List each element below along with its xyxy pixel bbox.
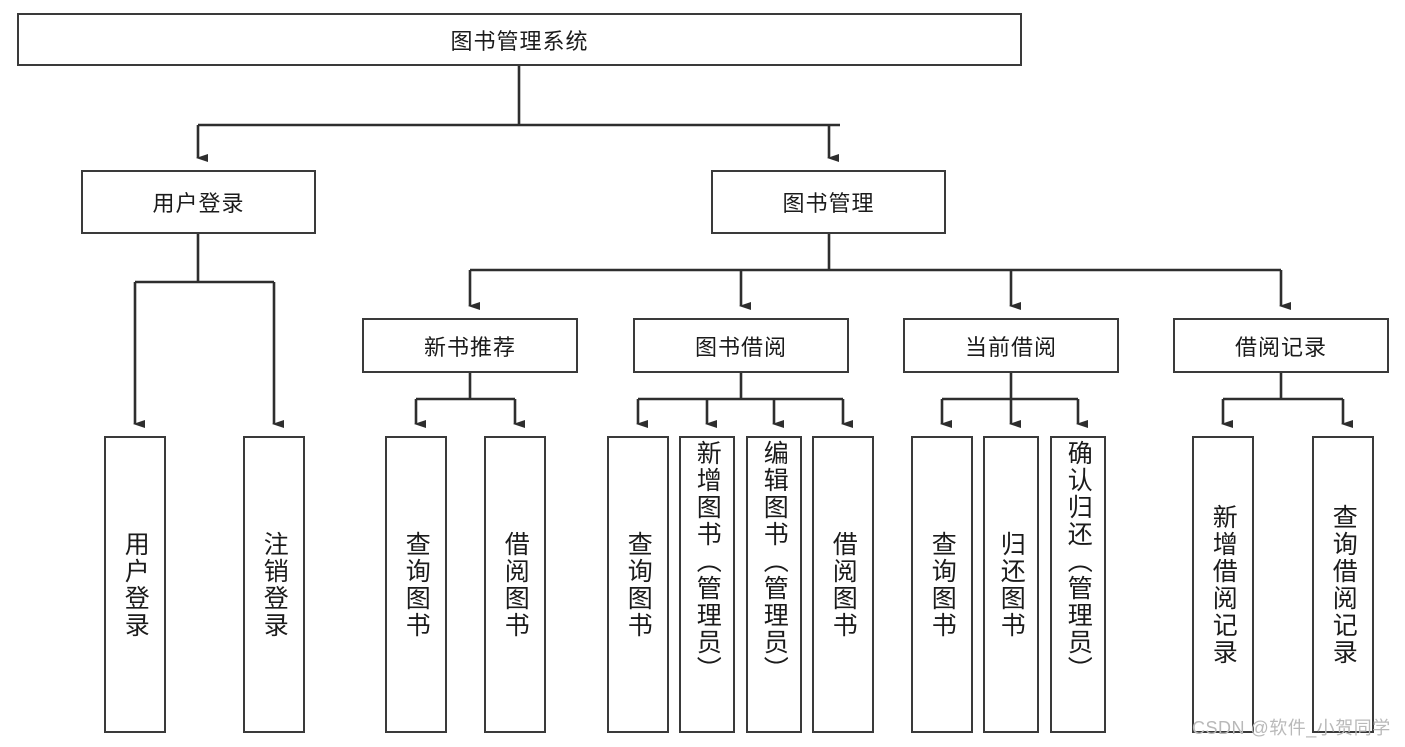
leaf-query-book-borrow[interactable]: 查询图书 [607,436,669,733]
leaf-label: 用户登录 [121,530,150,639]
node-user-login[interactable]: 用户登录 [81,170,316,234]
leaf-label: 确认归还（管理员） [1064,440,1093,683]
leaf-label: 借阅图书 [501,530,530,639]
leaf-query-book-recommend[interactable]: 查询图书 [385,436,447,733]
node-book-borrow-label: 图书借阅 [694,334,787,360]
node-book-management[interactable]: 图书管理 [711,170,946,234]
leaf-label: 归还图书 [997,530,1026,639]
leaf-add-book-admin[interactable]: 新增图书（管理员） [679,436,735,733]
leaf-label: 查询图书 [402,530,431,639]
leaf-query-book-current[interactable]: 查询图书 [911,436,973,733]
node-root-label: 图书管理系统 [450,28,589,54]
node-current-borrow[interactable]: 当前借阅 [903,318,1119,373]
leaf-label: 借阅图书 [829,530,858,639]
leaf-user-login[interactable]: 用户登录 [104,436,166,733]
leaf-confirm-return-admin[interactable]: 确认归还（管理员） [1050,436,1106,733]
leaf-label: 注销登录 [260,530,289,639]
node-book-borrow[interactable]: 图书借阅 [633,318,849,373]
node-user-login-label: 用户登录 [152,191,245,216]
leaf-query-borrow-record[interactable]: 查询借阅记录 [1312,436,1374,733]
leaf-return-book[interactable]: 归还图书 [983,436,1039,733]
node-root[interactable]: 图书管理系统 [17,13,1022,66]
leaf-add-borrow-record[interactable]: 新增借阅记录 [1192,436,1254,733]
leaf-borrow-book[interactable]: 借阅图书 [812,436,874,733]
leaf-label: 查询借阅记录 [1329,503,1358,666]
node-new-book-recommend[interactable]: 新书推荐 [362,318,578,373]
node-new-book-recommend-label: 新书推荐 [423,334,516,360]
node-current-borrow-label: 当前借阅 [964,334,1057,360]
node-borrow-record[interactable]: 借阅记录 [1173,318,1389,373]
leaf-label: 新增借阅记录 [1209,503,1238,666]
node-book-management-label: 图书管理 [782,191,875,216]
leaf-user-logout[interactable]: 注销登录 [243,436,305,733]
leaf-edit-book-admin[interactable]: 编辑图书（管理员） [746,436,802,733]
leaf-label: 查询图书 [928,530,957,639]
watermark: CSDN @软件_小贺同学 [1192,718,1391,738]
leaf-label: 新增图书（管理员） [693,440,722,683]
leaf-label: 查询图书 [624,530,653,639]
leaf-label: 编辑图书（管理员） [760,440,789,683]
node-borrow-record-label: 借阅记录 [1234,334,1327,360]
leaf-borrow-book-recommend[interactable]: 借阅图书 [484,436,546,733]
